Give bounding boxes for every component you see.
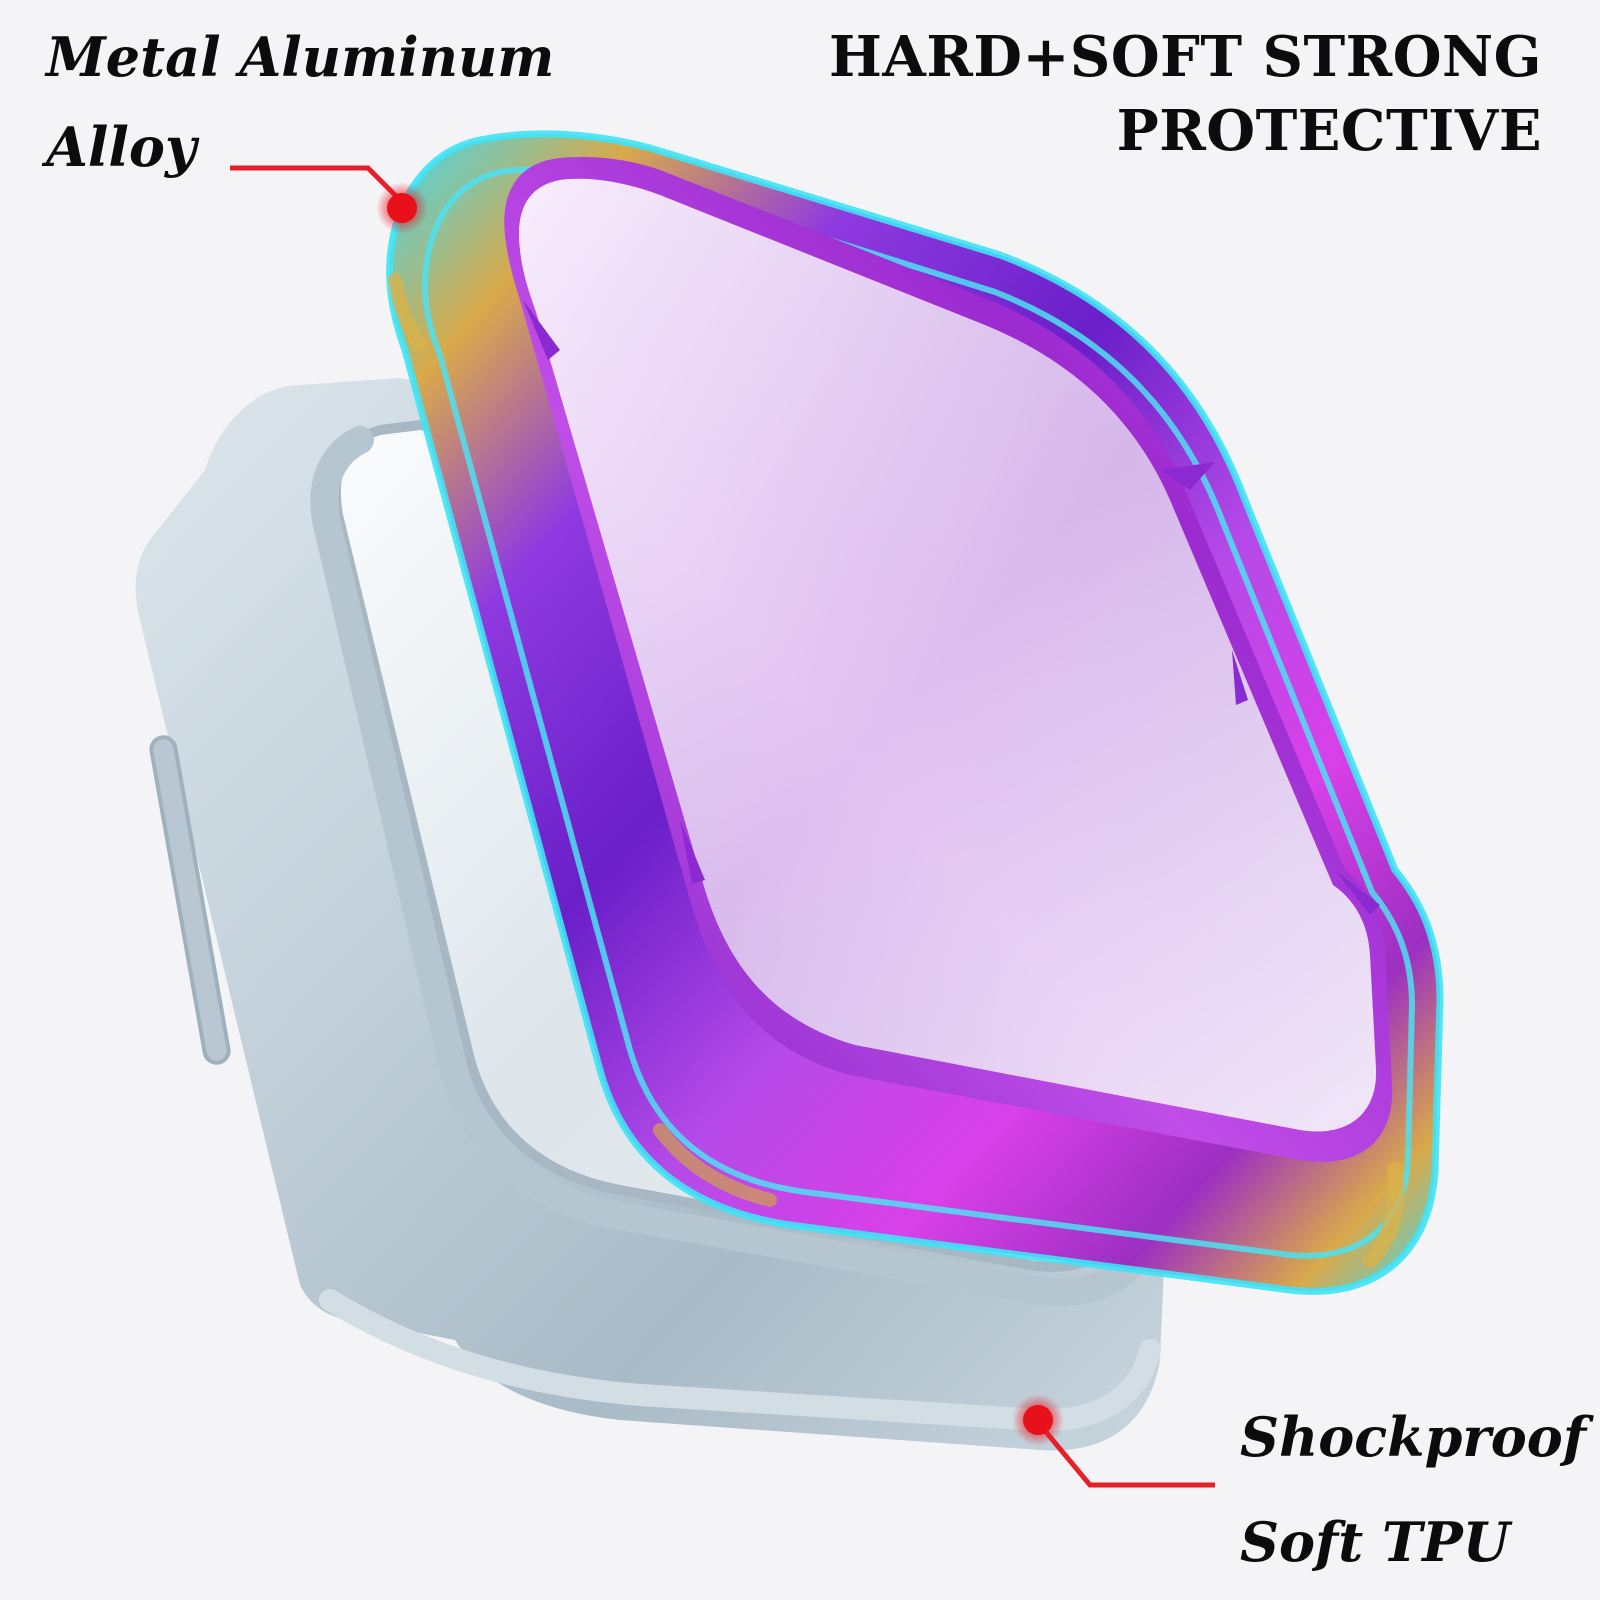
tpu-label-line-1: Shockproof: [1240, 1405, 1587, 1469]
metal-callout-line: [230, 165, 400, 200]
metal-label-line-1: Metal Aluminum: [46, 25, 555, 89]
metal-label-line-2: Alloy: [46, 115, 197, 179]
tpu-label-line-2: Soft TPU: [1240, 1510, 1510, 1574]
red-dot-marker: [387, 193, 417, 223]
headline-line-2: PROTECTIVE: [1116, 98, 1542, 164]
tpu-callout: [1012, 1394, 1215, 1488]
headline-line-1: HARD+SOFT STRONG: [829, 24, 1542, 90]
metal-frame: [386, 130, 1444, 1295]
red-dot-marker: [1023, 1405, 1053, 1435]
metal-callout: [230, 165, 428, 234]
tpu-callout-line: [1044, 1430, 1215, 1488]
headline: HARD+SOFT STRONG PROTECTIVE: [829, 20, 1542, 168]
